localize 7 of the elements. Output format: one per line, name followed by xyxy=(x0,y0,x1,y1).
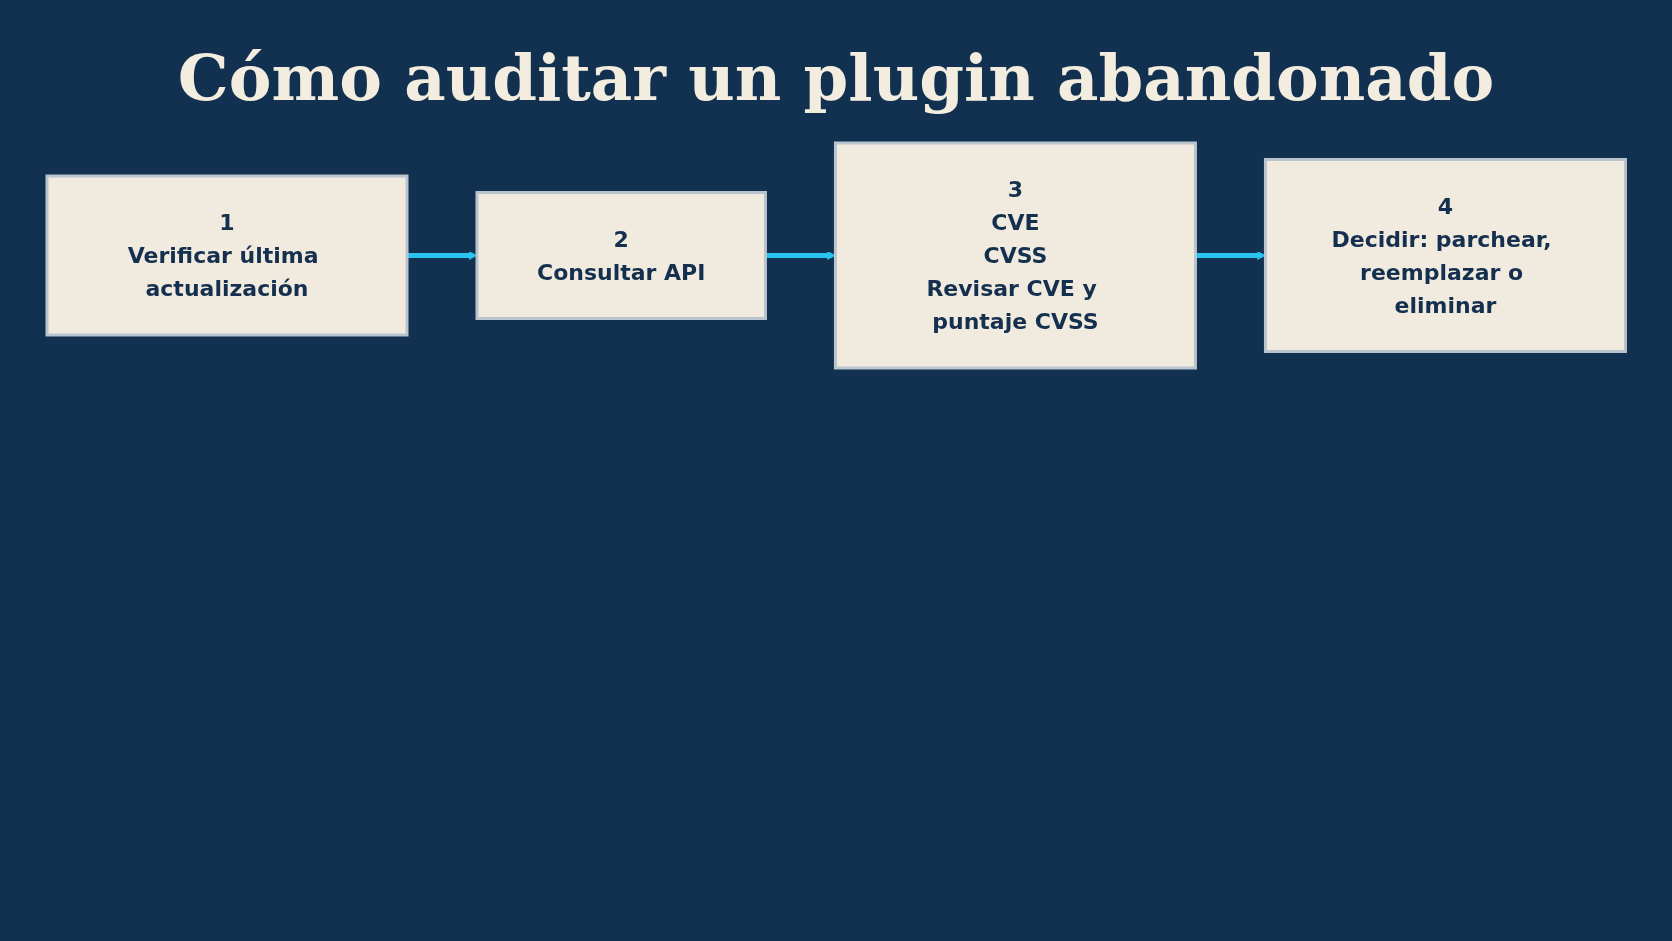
node-box: 2 Consultar API xyxy=(475,191,767,320)
node-box: 3 CVE CVSS Revisar CVE y puntaje CVSS xyxy=(833,141,1197,370)
title: Cómo auditar un plugin abandonado xyxy=(176,40,1496,115)
arrow xyxy=(765,251,836,260)
arrow xyxy=(1195,251,1266,260)
node-box: 1 Verificar última actualización xyxy=(45,174,409,337)
node-box: 4 Decidir: parchear, reemplazar o eliminar xyxy=(1263,158,1627,353)
